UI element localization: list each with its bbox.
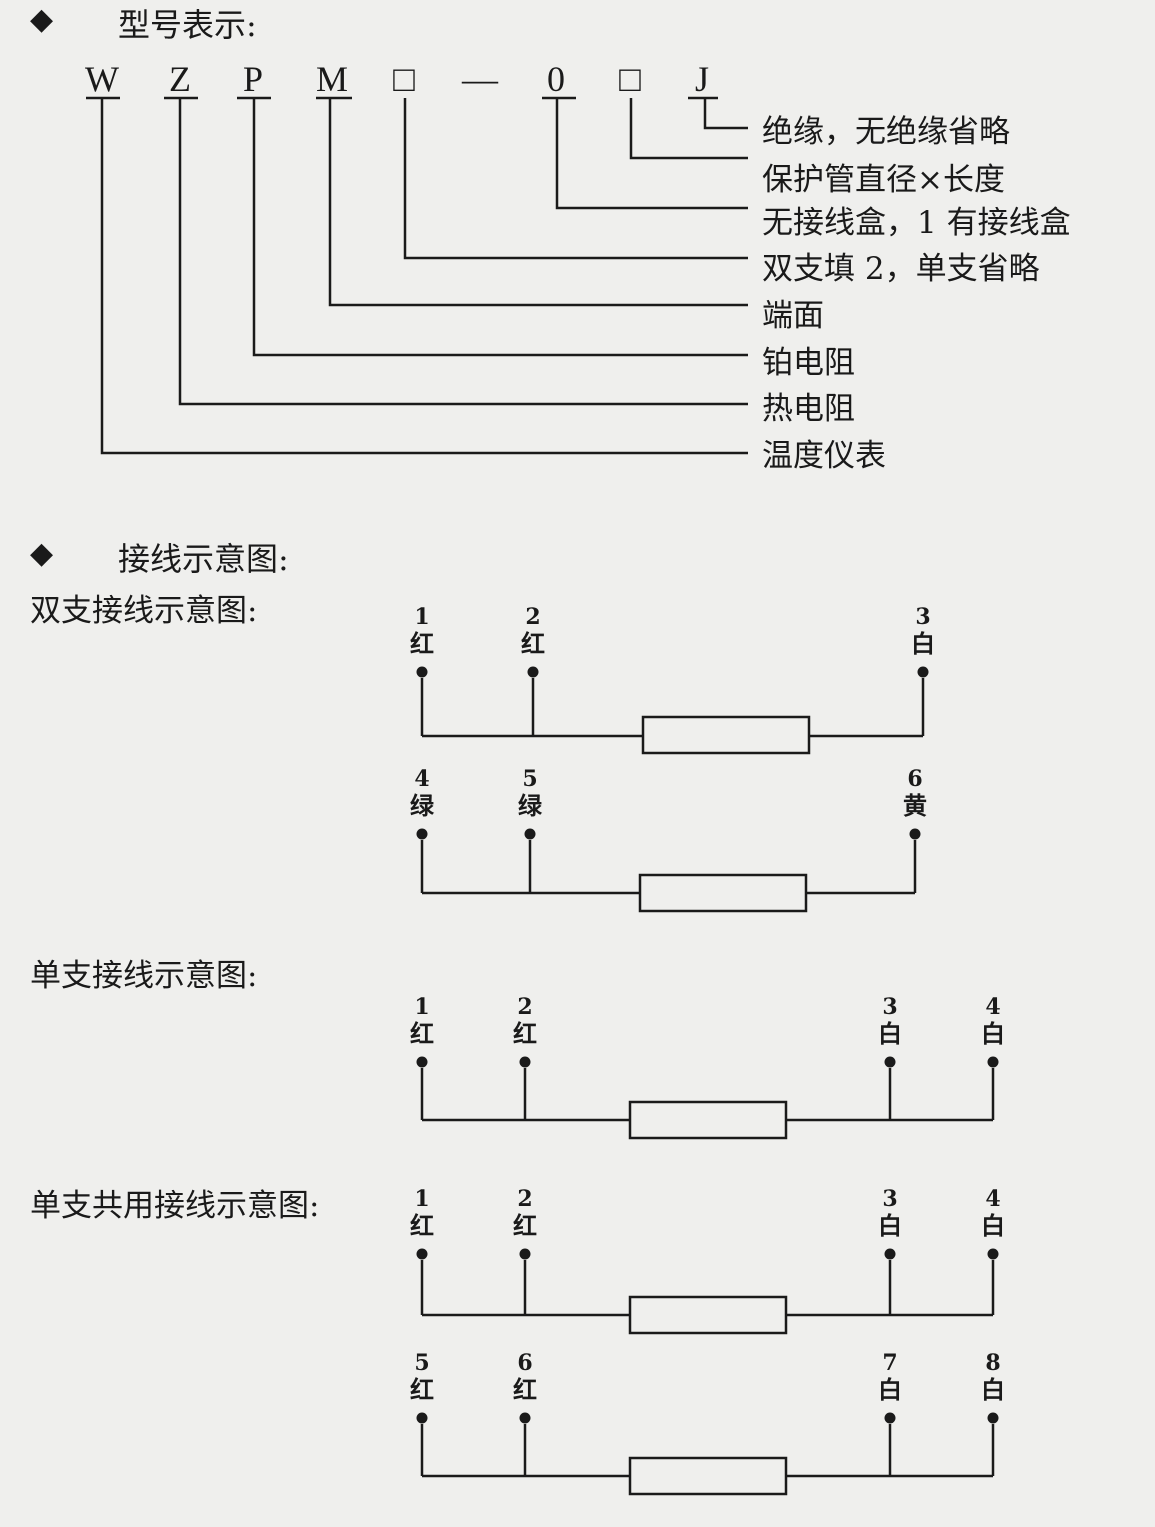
double-wiring-title: 双支接线示意图: <box>30 593 258 629</box>
terminal-dot <box>519 1056 531 1068</box>
desc-tube-size: 保护管直径×长度 <box>762 162 1005 198</box>
shared-wiring-title: 单支共用接线示意图: <box>30 1188 320 1224</box>
terminal-number: 4 <box>985 1186 1000 1212</box>
terminal-dot <box>909 828 921 840</box>
terminal-color-label: 白 <box>911 629 935 658</box>
terminal-dot <box>987 1248 999 1260</box>
code-box-2: □ <box>619 59 641 99</box>
code-box-1: □ <box>393 59 415 99</box>
desc-insulation: 绝缘，无绝缘省略 <box>762 114 1010 150</box>
terminal-color-label: 红 <box>513 1375 537 1404</box>
desc-junction-box: 无接线盒，1 有接线盒 <box>762 205 1071 241</box>
terminal-number: 6 <box>517 1350 532 1376</box>
terminal-number: 4 <box>985 994 1000 1020</box>
terminal-number: 3 <box>915 604 930 630</box>
terminal-dot <box>527 666 539 678</box>
terminal-color-label: 白 <box>878 1019 902 1048</box>
terminal-number: 2 <box>517 994 532 1020</box>
terminal-dot <box>416 1248 428 1260</box>
model-section-title: 型号表示: <box>118 6 257 44</box>
terminal-dot <box>987 1412 999 1424</box>
terminal-color-label: 红 <box>513 1211 537 1240</box>
terminal-dot <box>416 828 428 840</box>
terminal-dot <box>524 828 536 840</box>
code-dash: — <box>462 59 498 99</box>
code-zero: 0 <box>547 59 565 99</box>
desc-end-face: 端面 <box>762 298 824 334</box>
desc-dual-element: 双支填 2，单支省略 <box>762 251 1040 287</box>
terminal-dot <box>416 1412 428 1424</box>
single-wiring-title: 单支接线示意图: <box>30 958 258 994</box>
terminal-color-label: 黄 <box>903 791 927 820</box>
terminal-number: 6 <box>907 766 922 792</box>
terminal-color-label: 白 <box>981 1211 1005 1240</box>
terminal-dot <box>519 1248 531 1260</box>
wiring-section-title: 接线示意图: <box>118 540 289 578</box>
terminal-number: 3 <box>882 994 897 1020</box>
code-m: M <box>315 59 348 99</box>
resistor-element <box>638 873 808 913</box>
terminal-color-label: 红 <box>410 1019 434 1048</box>
terminal-number: 5 <box>522 766 537 792</box>
bullet-icon: ◆ <box>30 536 54 571</box>
resistor-element <box>628 1100 788 1140</box>
terminal-dot <box>884 1056 896 1068</box>
desc-thermal-resistor: 热电阻 <box>762 391 855 427</box>
terminal-number: 5 <box>414 1350 429 1376</box>
terminal-color-label: 红 <box>513 1019 537 1048</box>
terminal-dot <box>519 1412 531 1424</box>
terminal-color-label: 白 <box>878 1375 902 1404</box>
terminal-dot <box>884 1248 896 1260</box>
terminal-color-label: 红 <box>410 1375 434 1404</box>
terminal-dot <box>416 666 428 678</box>
desc-platinum-resistor: 铂电阻 <box>762 345 855 381</box>
terminal-number: 1 <box>414 994 429 1020</box>
desc-temperature-instrument: 温度仪表 <box>762 438 886 474</box>
terminal-number: 1 <box>414 1186 429 1212</box>
terminal-number: 3 <box>882 1186 897 1212</box>
resistor-element <box>628 1295 788 1335</box>
terminal-color-label: 红 <box>410 629 434 658</box>
terminal-color-label: 白 <box>981 1019 1005 1048</box>
resistor-element <box>641 715 811 755</box>
terminal-dot <box>416 1056 428 1068</box>
terminal-dot <box>917 666 929 678</box>
code-z: Z <box>169 59 191 99</box>
bullet-icon: ◆ <box>30 2 54 37</box>
terminal-color-label: 红 <box>410 1211 434 1240</box>
terminal-dot <box>884 1412 896 1424</box>
terminal-number: 8 <box>985 1350 1000 1376</box>
code-w: W <box>85 59 119 99</box>
terminal-color-label: 白 <box>878 1211 902 1240</box>
terminal-color-label: 绿 <box>410 791 435 820</box>
terminal-color-label: 白 <box>981 1375 1005 1404</box>
terminal-color-label: 绿 <box>518 791 543 820</box>
terminal-dot <box>987 1056 999 1068</box>
terminal-number: 2 <box>525 604 540 630</box>
code-p: P <box>242 59 264 99</box>
resistor-element <box>628 1456 788 1496</box>
terminal-color-label: 红 <box>521 629 545 658</box>
terminal-number: 1 <box>414 604 429 630</box>
code-j: J <box>694 59 709 99</box>
terminal-number: 7 <box>882 1350 897 1376</box>
model-leader-lines <box>86 96 748 455</box>
terminal-number: 4 <box>414 766 429 792</box>
terminal-number: 2 <box>517 1186 532 1212</box>
